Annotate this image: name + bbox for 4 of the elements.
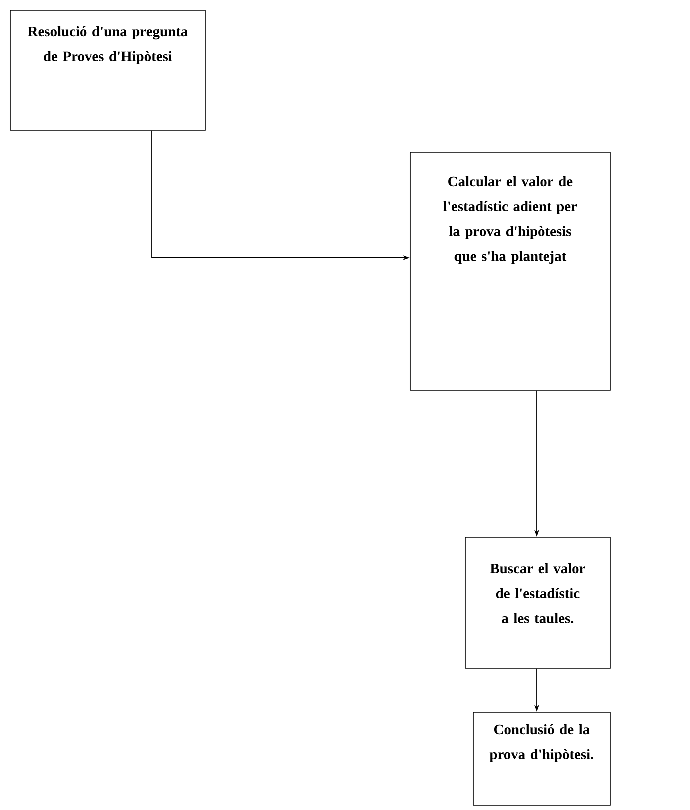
process-box: Conclusió de la prova d'hipòtesi. [473,712,611,806]
process-box: Resolució d'una pregunta de Proves d'Hipòtesi [10,10,206,131]
process-box: Buscar el valor de l'estadístic a les taules. [465,537,611,669]
process-box: Calcular el valor de l'estadístic adient per la prova d'hipòtesis que s'ha plantejat [410,152,611,391]
